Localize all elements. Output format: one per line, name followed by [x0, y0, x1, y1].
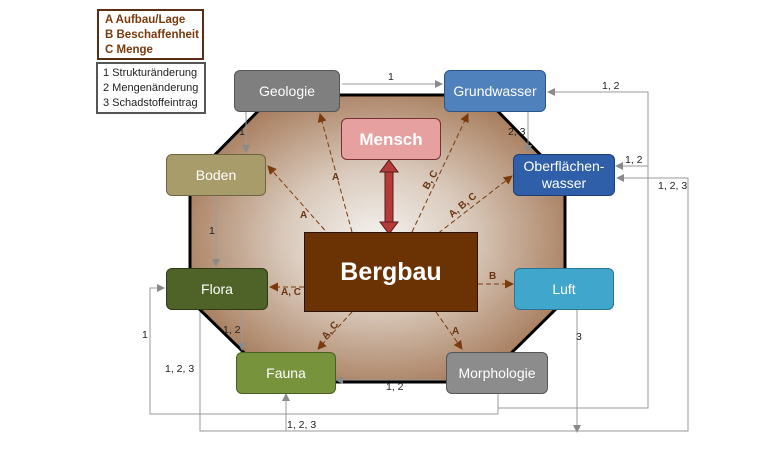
legend-change-2: 2 Mengenänderung	[103, 82, 199, 94]
node-oberflaechenwasser: Oberflächen- wasser	[513, 154, 615, 196]
node-mensch: Mensch	[341, 118, 441, 160]
edge-label-gw-ow: 2, 3	[508, 126, 526, 138]
impact-label-boden: A	[300, 210, 307, 221]
edge-label-geo-gw: 1	[388, 71, 394, 83]
impact-arrows	[267, 113, 514, 350]
edge-label-left-1: 1	[142, 329, 148, 341]
edge-label-luft: 3	[576, 331, 582, 343]
legend-change-1: 1 Strukturänderung	[103, 67, 198, 79]
legend-effect-b: B Beschaffenheit	[105, 29, 199, 41]
impact-label-morphologie: A	[452, 326, 459, 337]
node-bergbau: Bergbau	[304, 232, 478, 312]
node-luft: Luft	[514, 268, 614, 310]
impact-label-luft: B	[489, 271, 496, 282]
impact-label-geologie: A	[332, 172, 339, 183]
node-grundwasser: Grundwasser	[444, 70, 546, 112]
relation-arrows	[149, 80, 689, 433]
edge-label-right-gw: 1, 2	[602, 80, 620, 92]
edge-label-bottom-123: 1, 2, 3	[287, 419, 316, 431]
legend-change-types: 1 Strukturänderung 2 Mengenänderung 3 Sc…	[96, 62, 206, 114]
node-oberflaechen-line1: Oberflächen-	[523, 158, 605, 174]
edge-label-morph-fauna: 1, 2	[386, 381, 404, 393]
edge-label-geo-boden: 1	[239, 126, 245, 138]
legend-effect-types: A Aufbau/Lage B Beschaffenheit C Menge	[97, 9, 204, 60]
node-fauna: Fauna	[236, 352, 336, 394]
node-morphologie: Morphologie	[446, 352, 548, 394]
edge-label-right-outer: 1, 2, 3	[658, 180, 687, 192]
legend-effect-a: A Aufbau/Lage	[105, 14, 186, 26]
legend-effect-c: C Menge	[105, 44, 153, 56]
edge-label-boden-flora: 1	[209, 225, 215, 237]
impact-label-flora: A, C	[281, 287, 301, 298]
edge-label-flora-fauna: 1, 2	[223, 324, 241, 336]
edge-label-left-123: 1, 2, 3	[165, 363, 194, 375]
edge-label-right-ow: 1, 2	[625, 154, 643, 166]
mensch-bergbau-arrow	[379, 159, 399, 235]
node-geologie: Geologie	[234, 70, 340, 112]
node-flora: Flora	[166, 268, 268, 310]
legend-change-3: 3 Schadstoffeintrag	[103, 97, 198, 109]
node-oberflaechen-line2: wasser	[541, 175, 587, 191]
node-boden: Boden	[166, 154, 266, 196]
